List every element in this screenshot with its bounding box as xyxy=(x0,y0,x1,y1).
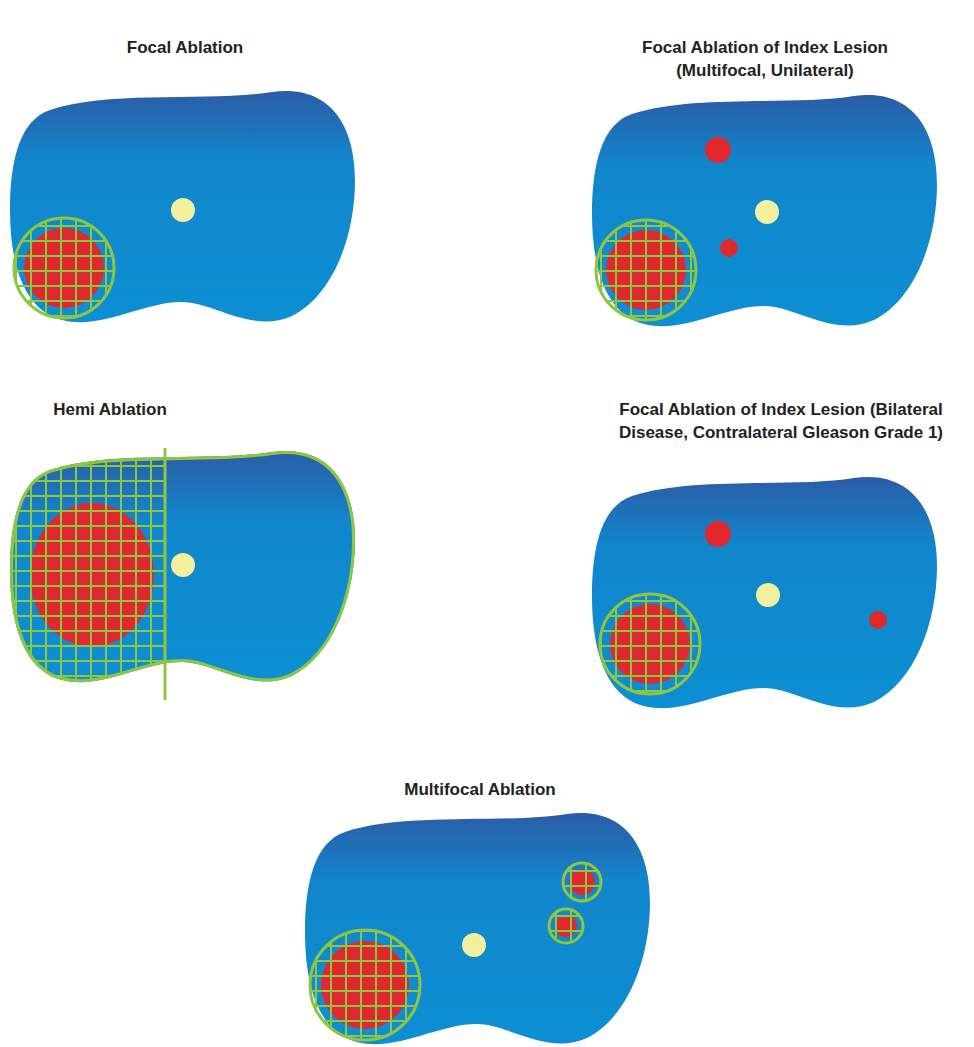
prostate-hemi xyxy=(0,440,355,720)
prostate-index-unilateral xyxy=(592,95,937,326)
panel-title: Multifocal Ablation xyxy=(330,778,630,801)
panel-title: Focal Ablation xyxy=(40,36,330,59)
panel-title: Hemi Ablation xyxy=(10,398,210,421)
prostate-focal xyxy=(10,91,355,322)
panel-title: Focal Ablation of Index Lesion (Bilatera… xyxy=(594,398,968,444)
panel-title: Focal Ablation of Index Lesion (Multifoc… xyxy=(610,36,920,82)
prostate-index-bilateral xyxy=(592,477,937,708)
prostate-multifocal xyxy=(305,813,650,1044)
